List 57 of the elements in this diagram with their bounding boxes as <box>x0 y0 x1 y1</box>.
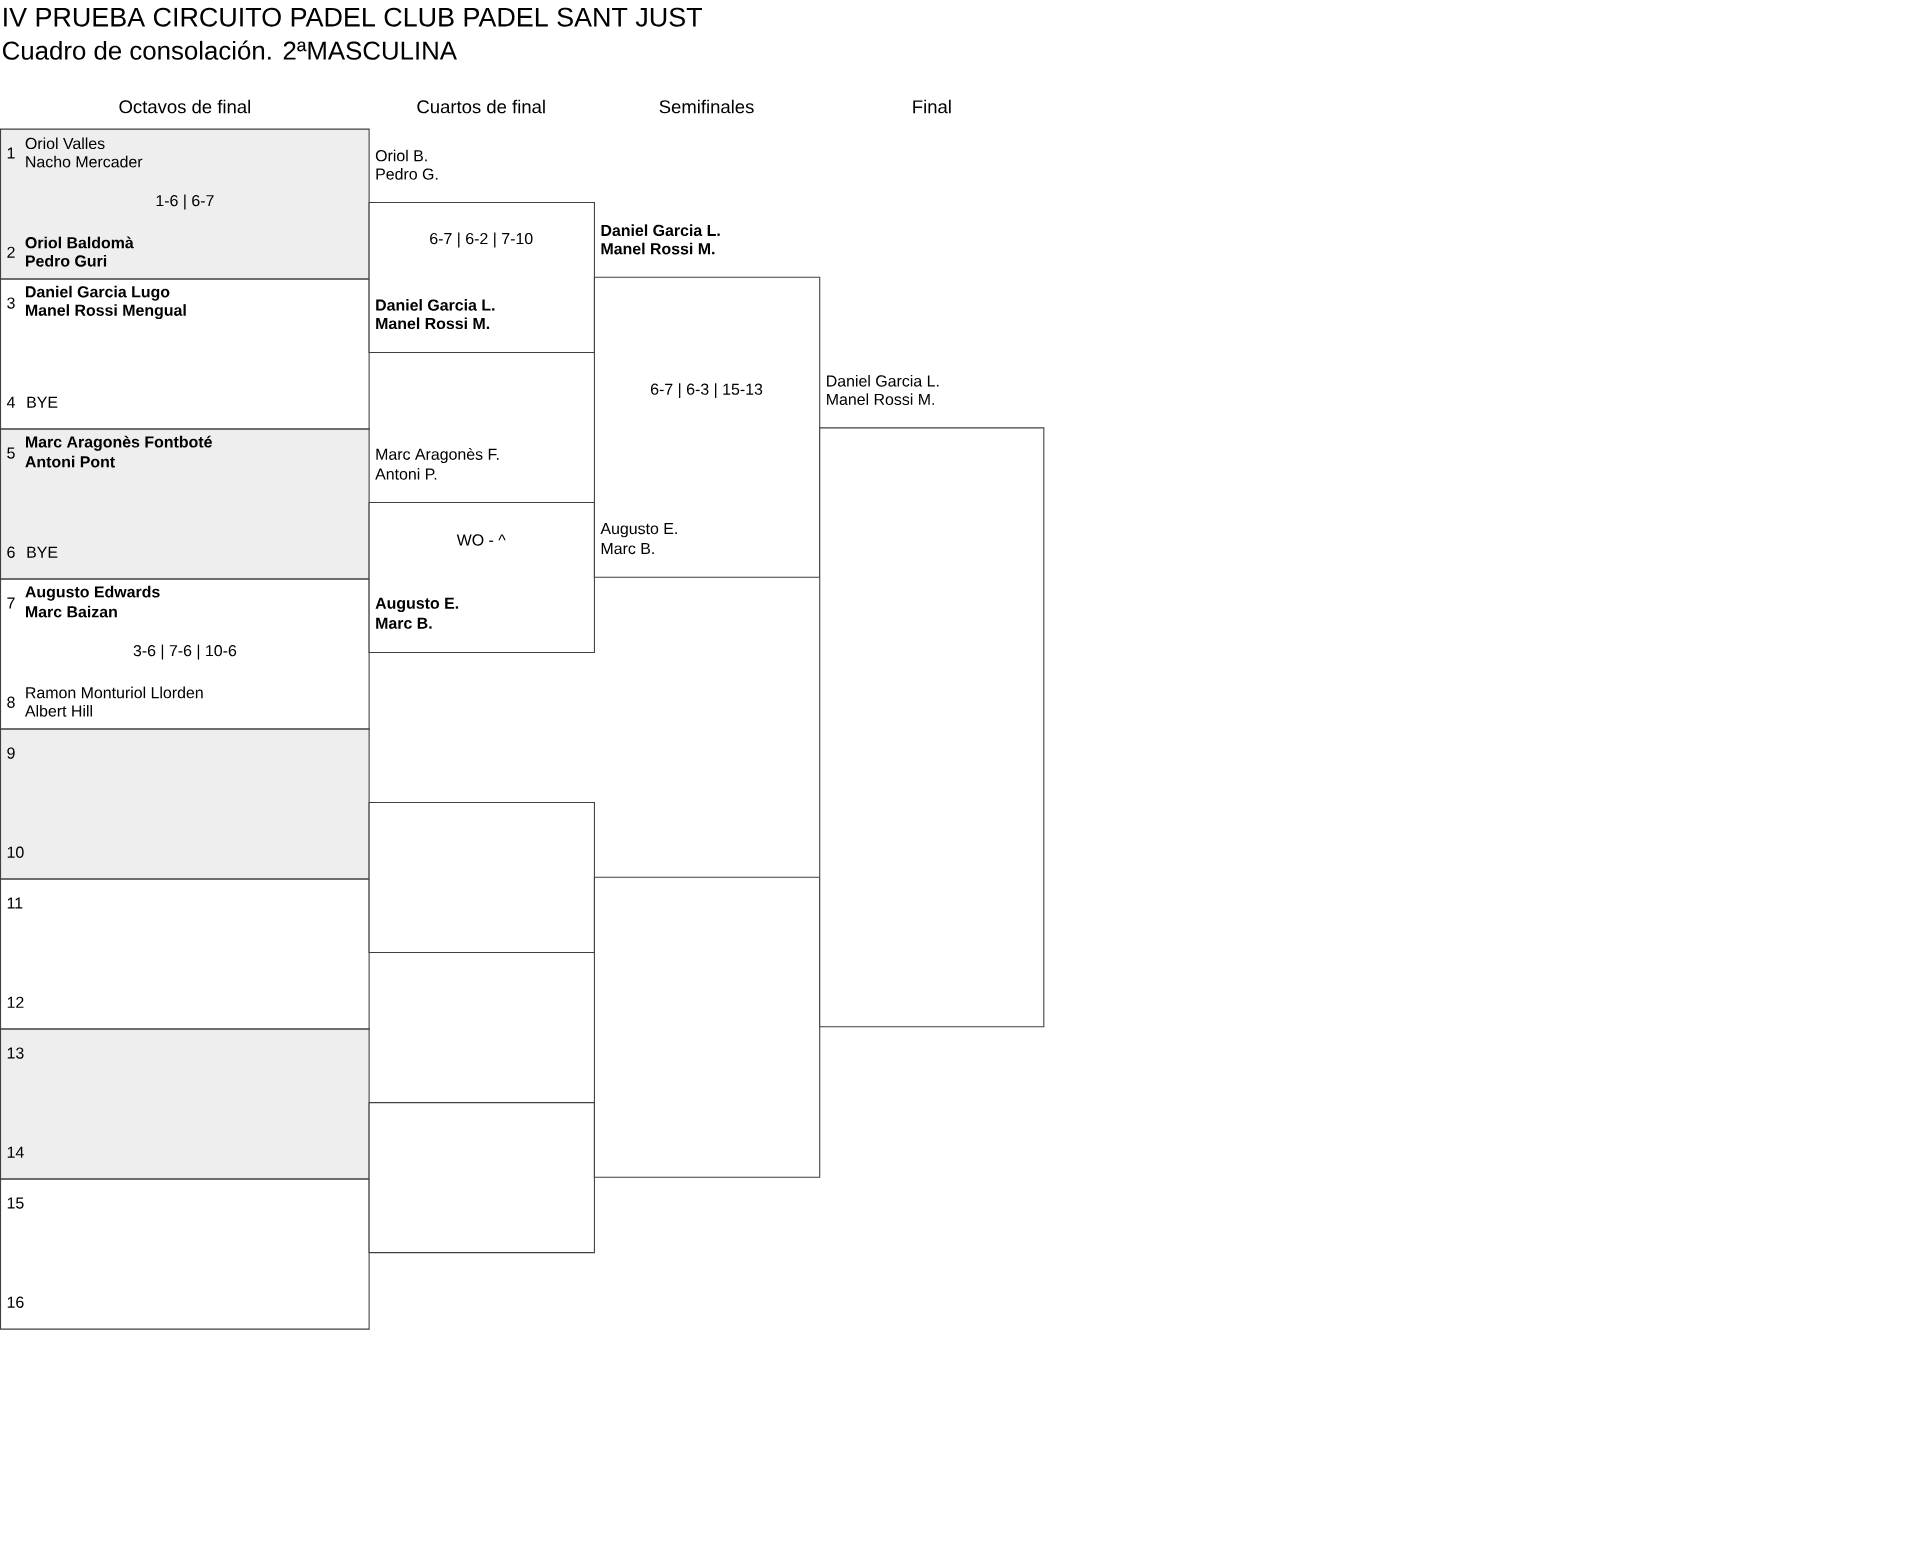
match-score: 6-7 | 6-2 | 7-10 <box>430 232 533 248</box>
player-name: Augusto Edwards <box>25 586 160 601</box>
column-heading: Final <box>913 99 951 114</box>
seed-number: 3 <box>7 297 15 309</box>
player-name: Daniel Garcia L. <box>376 299 495 311</box>
match-score: 3-6 | 7-6 | 10-6 <box>133 644 237 660</box>
player-name: Marc Baizan <box>26 606 117 618</box>
column-heading: Cuartos de final <box>417 99 545 114</box>
player-name: Daniel Garcia L. <box>601 224 720 237</box>
title: IV PRUEBA CIRCUITO PADEL CLUB PADEL SANT JUST <box>4 7 702 27</box>
subtitle: Cuadro de consolación. 2ªMASCULINA <box>2 40 457 61</box>
player-name: Albert Hill <box>24 705 92 717</box>
match-score: 1-6 | 6-7 <box>156 194 214 210</box>
player-name: Marc Aragonès F. <box>376 448 499 464</box>
seed-number: 13 <box>7 1047 24 1059</box>
seed-number: 4 <box>6 396 15 408</box>
column-heading: Semifinales <box>659 99 754 114</box>
seed-number: 15 <box>7 1197 24 1209</box>
player-name: Augusto E. <box>375 597 459 613</box>
player-name: Pedro Guri <box>26 255 107 267</box>
seed-number: 10 <box>7 846 24 859</box>
player-name: Pedro G. <box>376 168 438 180</box>
bracket-box <box>593 876 821 1179</box>
player-name: BYE <box>27 546 58 558</box>
player-name: Manel Rossi M. <box>827 393 934 406</box>
player-name: Marc B. <box>601 543 654 555</box>
seed-number: 9 <box>7 747 15 759</box>
player-name: Oriol Valles <box>25 137 105 150</box>
seed-number: 7 <box>7 597 15 609</box>
player-name: BYE <box>27 396 58 408</box>
bracket-box <box>368 802 595 954</box>
player-name: Nacho Mercader <box>26 156 143 168</box>
player-name: Manel Rossi M. <box>601 242 715 255</box>
seed-number: 2 <box>7 246 15 258</box>
seed-number: 8 <box>7 696 15 709</box>
player-name: Daniel Garcia L. <box>827 375 939 387</box>
seed-number: 11 <box>7 897 23 909</box>
match-score: 6-7 | 6-3 | 15-13 <box>651 383 763 399</box>
bracket-box <box>368 1102 595 1254</box>
seed-number: 12 <box>7 996 24 1009</box>
seed-number: 1 <box>7 147 15 159</box>
player-name: Ramon Monturiol Llorden <box>26 686 203 699</box>
seed-number: 5 <box>7 447 15 459</box>
seed-number: 16 <box>7 1296 24 1309</box>
player-name: Antoni Pont <box>25 456 115 468</box>
player-name: Oriol B. <box>375 149 427 162</box>
player-name: Marc B. <box>376 617 432 630</box>
player-name: Antoni P. <box>375 468 437 480</box>
player-name: Marc Aragonès Fontboté <box>26 435 212 451</box>
seed-number: 6 <box>7 546 15 559</box>
player-name: Manel Rossi M. <box>376 317 490 330</box>
player-name: Manel Rossi Mengual <box>26 304 186 320</box>
seed-number: 14 <box>7 1147 24 1158</box>
match-score: WO - ^ <box>456 534 506 546</box>
player-name: Augusto E. <box>600 523 677 538</box>
player-name: Daniel Garcia Lugo <box>26 286 170 301</box>
player-name: Oriol Baldomà <box>25 236 134 249</box>
